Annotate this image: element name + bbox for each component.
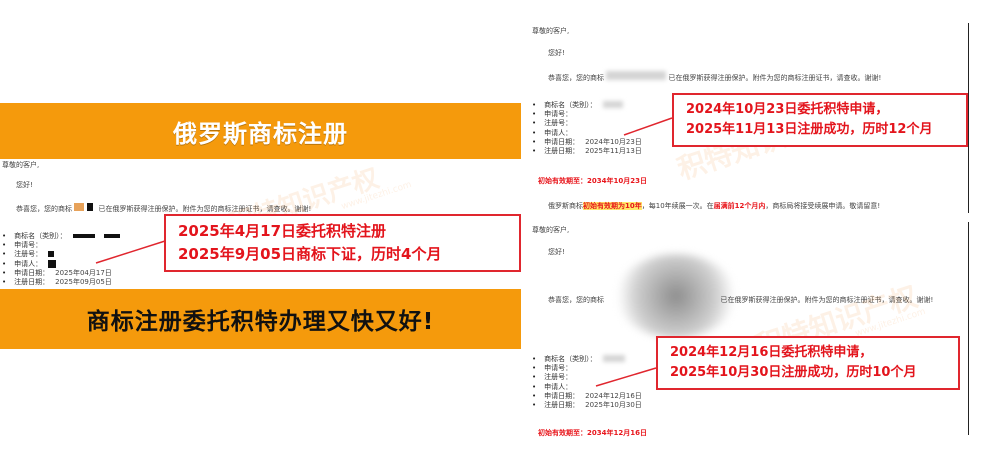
- blurred-logo: [616, 254, 736, 338]
- field-row: 注册号：: [532, 373, 642, 382]
- right-bottom-certificate-panel: 尊敬的客户, 您好! 恭喜您，您的商标 已在俄罗斯获得注册保护。附件为您的商标注…: [524, 222, 968, 437]
- callout-line: 2025年4月17日委托积特注册: [178, 221, 387, 240]
- callout-pointer: [595, 367, 657, 387]
- slogan-banner: 商标注册委托积特办理又快又好!: [0, 289, 521, 349]
- field-row: 申请日期：2024年10月23日: [532, 138, 642, 147]
- panel-divider: [968, 23, 969, 213]
- notification-letter: 尊敬的客户, 您好! 恭喜您，您的商标 已在俄罗斯获得注册保护。附件为您的商标注…: [2, 161, 521, 289]
- notification-letter: 尊敬的客户, 您好! 恭喜您，您的商标 已在俄罗斯获得注册保护。附件为您的商标注…: [532, 226, 968, 437]
- greeting: 尊敬的客户,: [532, 226, 570, 234]
- callout-line: 2025年11月13日注册成功，历时12个月: [686, 122, 933, 137]
- renewal-notice: 俄罗斯商标初始有效期为10年，每10年续展一次。在届满前12个月内，商标局将接受…: [548, 202, 881, 210]
- field-row: 注册号：: [532, 119, 642, 128]
- banner-title: 俄罗斯商标注册: [0, 103, 521, 159]
- field-row: 申请日期：2024年12月16日: [532, 392, 642, 401]
- field-row: 注册日期：2025年09月05日: [2, 278, 123, 287]
- hello: 您好!: [548, 248, 565, 256]
- field-row: 注册日期：2025年10月30日: [532, 401, 642, 410]
- letter-body: 恭喜您，您的商标 已在俄罗斯获得注册保护。附件为您的商标注册证书，请查收。谢谢!: [548, 71, 881, 82]
- field-list: 商标名（类别）： 申请号： 注册号： 申请人： 申请日期：2025年04月17日…: [2, 231, 123, 287]
- callout-line: 2024年10月23日委托积特申请，: [686, 101, 889, 117]
- field-row: 商标名（类别）：: [532, 100, 642, 109]
- callout-line: 2025年10月30日注册成功，历时10个月: [670, 365, 917, 380]
- greeting: 尊敬的客户,: [532, 27, 570, 35]
- hello: 您好!: [548, 49, 565, 57]
- field-row: 申请号：: [532, 109, 642, 118]
- field-row: 申请日期：2025年04月17日: [2, 269, 123, 278]
- hello: 您好!: [16, 181, 33, 189]
- field-row: 申请人：: [532, 382, 642, 391]
- field-row: 注册日期：2025年11月13日: [532, 147, 642, 156]
- field-row: 申请人：: [2, 259, 123, 268]
- field-row: 商标名（类别）：: [2, 231, 123, 240]
- callout-line: 2024年12月16日委托积特申请，: [670, 344, 873, 360]
- field-row: 申请人：: [532, 128, 642, 137]
- left-certificate-panel: 俄罗斯商标注册 尊敬的客户, 您好! 恭喜您，您的商标 已在俄罗斯获得注册保护。…: [0, 103, 521, 349]
- letter-body: 恭喜您，您的商标 已在俄罗斯获得注册保护。附件为您的商标注册证书，请查收。谢谢!: [548, 296, 934, 304]
- callout-box: 2024年12月16日委托积特申请， 2025年10月30日注册成功，历时10个…: [656, 336, 960, 390]
- panel-divider: [968, 222, 969, 435]
- field-list: 商标名（类别）： 申请号： 注册号： 申请人： 申请日期：2024年12月16日…: [532, 354, 642, 410]
- callout-line: 2025年9月05日商标下证，历时4个月: [178, 245, 442, 263]
- first-valid-date: 初始有效期至：2034年12月16日: [538, 429, 647, 437]
- first-valid-date: 初始有效期至：2034年10月23日: [538, 177, 647, 185]
- callout-pointer: [95, 240, 166, 264]
- callout-pointer: [623, 117, 673, 136]
- field-row: 申请号：: [532, 363, 642, 372]
- notification-letter: 尊敬的客户, 您好! 恭喜您，您的商标 已在俄罗斯获得注册保护。附件为您的商标注…: [532, 27, 968, 213]
- right-top-certificate-panel: 尊敬的客户, 您好! 恭喜您，您的商标 已在俄罗斯获得注册保护。附件为您的商标注…: [524, 23, 968, 213]
- greeting: 尊敬的客户,: [2, 161, 40, 169]
- field-list: 商标名（类别）： 申请号： 注册号： 申请人： 申请日期：2024年10月23日…: [532, 100, 642, 156]
- callout-box: 2025年4月17日委托积特注册 2025年9月05日商标下证，历时4个月: [164, 214, 521, 272]
- callout-box: 2024年10月23日委托积特申请， 2025年11月13日注册成功，历时12个…: [672, 93, 968, 147]
- field-row: 商标名（类别）：: [532, 354, 642, 363]
- letter-body: 恭喜您，您的商标 已在俄罗斯获得注册保护。附件为您的商标注册证书，请查收。谢谢!: [16, 203, 312, 213]
- field-row: 注册号：: [2, 250, 123, 259]
- field-row: 申请号：: [2, 240, 123, 249]
